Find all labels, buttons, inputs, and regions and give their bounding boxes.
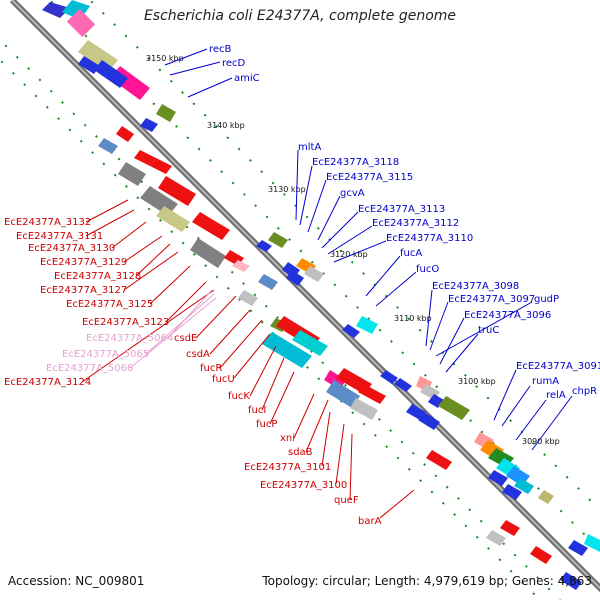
gene-label: mltA (298, 142, 321, 153)
gene-label: EcE24377A_3118 (312, 157, 399, 168)
kbp-tick: 3100 kbp (458, 377, 496, 386)
gene-label: fucR (200, 363, 222, 374)
gene-label: EcE24377A_3101 (244, 462, 331, 473)
plus-strand-features (42, 0, 600, 590)
gene-label: fucK (228, 391, 250, 402)
kbp-tick: 3120 kbp (330, 250, 368, 259)
plus-leaders (164, 48, 573, 451)
accession-text: Accession: NC_009801 (8, 574, 145, 588)
kbp-tick: 3140 kbp (207, 121, 245, 130)
kbp-tick: 3130 kbp (268, 185, 306, 194)
gene-label: chpR (572, 386, 597, 397)
gene-label: gcvA (340, 188, 365, 199)
gene-label: fucI (248, 405, 266, 416)
gene-label: EcE24377A_3098 (432, 281, 519, 292)
gene-label: csdE (174, 333, 197, 344)
gene-label: EcE24377A_5064 (86, 333, 173, 344)
gene-label: EcE24377A_3131 (16, 231, 103, 242)
gene-label: EcE24377A_3115 (326, 172, 413, 183)
minus-strand-features (98, 126, 552, 564)
kbp-tick: 3090 kbp (522, 437, 560, 446)
gene-label: recD (222, 58, 246, 69)
gene-label: fucO (416, 264, 439, 275)
genome-backbone (9, 0, 600, 593)
gene-label: EcE24377A_3097 (448, 294, 535, 305)
gene-label: EcE24377A_3128 (54, 271, 141, 282)
gene-label: truC (478, 325, 499, 336)
plus-labels: recB recD amiC mltA EcE24377A_3118 EcE24… (209, 44, 600, 401)
gene-label: queF (334, 495, 359, 506)
kbp-tick: 3110 kbp (394, 314, 432, 323)
minus-labels: EcE24377A_3132 EcE24377A_3131 EcE24377A_… (4, 217, 382, 527)
gene-label: EcE24377A_3130 (28, 243, 115, 254)
gene-label: EcE24377A_3127 (40, 285, 127, 296)
pseudo-labels: EcE24377A_5064 EcE24377A_5065 EcE24377A_… (46, 333, 173, 374)
gene-label: csdA (186, 349, 210, 360)
gene-label: EcE24377A_3123 (82, 317, 169, 328)
gene-label: rumA (532, 376, 559, 387)
gene-label: EcE24377A_3091 (516, 361, 600, 372)
gene-label: fucA (400, 248, 422, 259)
gene-label: EcE24377A_3096 (464, 310, 551, 321)
gene-label: EcE24377A_3110 (386, 233, 473, 244)
gene-label: EcE24377A_3113 (358, 204, 445, 215)
minus-leaders (81, 199, 415, 519)
gene-label: sdaB (288, 447, 313, 458)
gene-label: EcE24377A_3124 (4, 377, 91, 388)
gene-label: EcE24377A_5066 (46, 363, 133, 374)
gene-label: EcE24377A_3100 (260, 480, 347, 491)
gene-label: EcE24377A_3129 (40, 257, 127, 268)
gene-label: EcE24377A_3132 (4, 217, 91, 228)
gene-label: barA (358, 516, 382, 527)
gene-label: EcE24377A_5065 (62, 349, 149, 360)
gene-label: relA (546, 390, 566, 401)
gene-label: xni (280, 433, 295, 444)
kbp-tick: 3150 kbp (146, 54, 184, 63)
pseudo-leaders (129, 289, 217, 369)
gene-label: gudP (534, 294, 559, 305)
kbp-ticks: 3150 kbp 3140 kbp 3130 kbp 3120 kbp 3110… (146, 54, 560, 446)
gene-label: amiC (234, 73, 260, 84)
gene-label: recB (209, 44, 232, 55)
gene-label: EcE24377A_3125 (66, 299, 153, 310)
genome-summary-text: Topology: circular; Length: 4,979,619 bp… (262, 574, 592, 588)
gene-label: fucP (256, 419, 277, 430)
gene-label: EcE24377A_3112 (372, 218, 459, 229)
map-title: Escherichia coli E24377A, complete genom… (143, 8, 457, 24)
gene-label: fucU (212, 374, 235, 385)
